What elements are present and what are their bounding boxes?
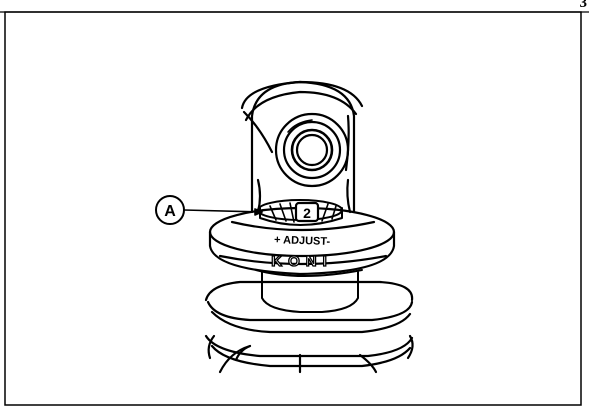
shock-absorber-drawing bbox=[183, 80, 414, 374]
page-number: 3 bbox=[579, 0, 588, 11]
shock-body bbox=[255, 269, 363, 313]
callout-A[interactable]: A bbox=[155, 195, 185, 225]
adjust-direction-label: + ADJUST- bbox=[274, 234, 331, 248]
brand-label: KONI bbox=[271, 253, 333, 270]
callout-A-label: A bbox=[164, 203, 176, 220]
adjuster-dial[interactable] bbox=[257, 199, 343, 226]
frame-border bbox=[4, 11, 582, 406]
coil-spring bbox=[204, 280, 414, 374]
callout-A-leader bbox=[183, 208, 263, 216]
callout-A-circle bbox=[155, 195, 185, 225]
eye-housing bbox=[240, 80, 364, 214]
dial-setting-number: 2 bbox=[303, 205, 311, 221]
